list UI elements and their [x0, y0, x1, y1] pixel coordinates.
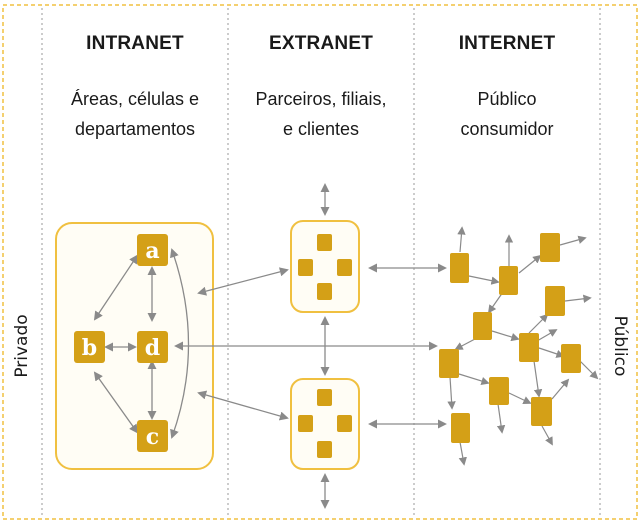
side-label-publico: Público: [610, 315, 630, 377]
node-a: a: [137, 234, 168, 266]
internet-node: [473, 312, 492, 340]
internet-node: [531, 397, 552, 426]
internet-nodes: [439, 233, 581, 443]
internet-node: [489, 377, 509, 405]
internet-links: [447, 226, 599, 466]
extranet-subtitle-line2: e clientes: [282, 119, 360, 139]
internet-node: [545, 286, 565, 316]
intranet-subtitle: Áreas, células e departamentos: [42, 84, 228, 144]
internet-subtitle-line2: consumidor: [460, 119, 554, 139]
node-d: d: [137, 331, 168, 363]
internet-node: [499, 266, 518, 295]
outer-frame: [2, 4, 638, 520]
extranet-group-bottom: [290, 378, 360, 470]
internet-node: [450, 253, 469, 283]
node-a-label: a: [145, 238, 159, 264]
node-b-label: b: [82, 335, 97, 361]
node-d-label: d: [145, 335, 160, 361]
extranet-title: EXTRANET: [269, 33, 373, 54]
internet-node: [439, 349, 459, 378]
internet-node: [451, 413, 470, 443]
internet-subtitle-line1: Público: [477, 89, 537, 109]
node-c: c: [137, 420, 168, 452]
extranet-subtitle: Parceiros, filiais, e clientes: [228, 84, 414, 144]
internet-subtitle: Público consumidor: [414, 84, 600, 144]
internet-node: [519, 333, 539, 362]
internet-node: [540, 233, 560, 262]
intranet-subtitle-line1: Áreas, células e: [70, 89, 200, 109]
extranet-group-top: [290, 220, 360, 313]
side-label-privado: Privado: [12, 314, 32, 378]
node-c-label: c: [146, 424, 159, 450]
intranet-title: INTRANET: [86, 33, 184, 54]
internet-title: INTERNET: [458, 33, 556, 54]
internet-node: [561, 344, 581, 373]
cross-links: [174, 183, 447, 509]
extranet-subtitle-line1: Parceiros, filiais,: [255, 89, 387, 109]
intranet-subtitle-line2: departamentos: [74, 119, 196, 139]
node-b: b: [74, 331, 105, 363]
